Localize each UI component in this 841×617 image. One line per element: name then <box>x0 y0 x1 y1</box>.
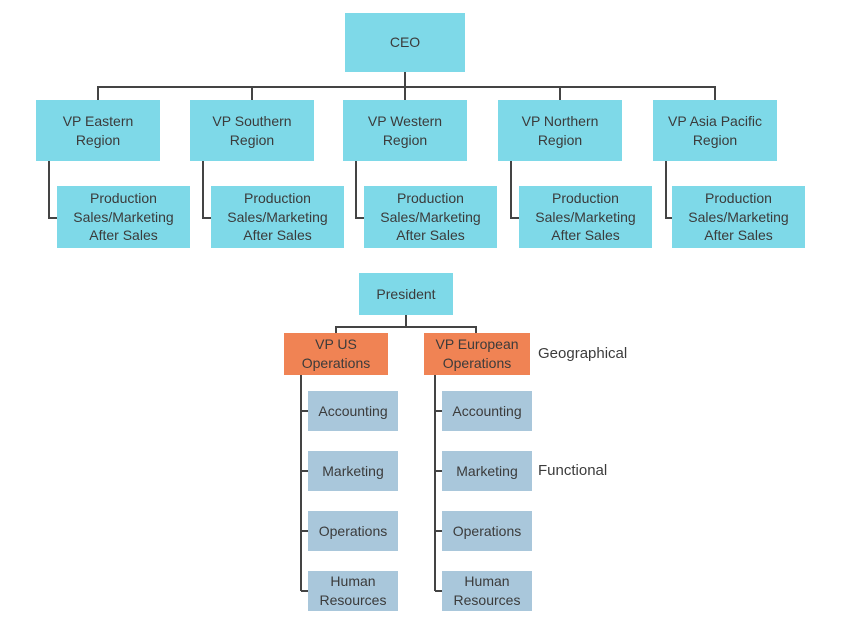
functional-label: Functional <box>538 462 608 479</box>
node-us-marketing: Marketing <box>308 451 398 491</box>
node-vp-asia-pacific-region: VP Asia Pacific Region <box>653 100 777 161</box>
node-eu-accounting: Accounting <box>442 391 532 431</box>
node-vp-northern-region: VP Northern Region <box>498 100 622 161</box>
node-vp-us-operations: VP US Operations <box>284 333 388 375</box>
node-us-operations: Operations <box>308 511 398 551</box>
node-functions-western: Production Sales/Marketing After Sales <box>364 186 497 248</box>
node-eu-operations: Operations <box>442 511 532 551</box>
node-functions-southern: Production Sales/Marketing After Sales <box>211 186 344 248</box>
node-vp-eastern-region: VP Eastern Region <box>36 100 160 161</box>
node-ceo: CEO <box>345 13 465 72</box>
node-president: President <box>359 273 453 315</box>
node-vp-western-region: VP Western Region <box>343 100 467 161</box>
node-us-human-resources: Human Resources <box>308 571 398 611</box>
node-vp-southern-region: VP Southern Region <box>190 100 314 161</box>
node-us-accounting: Accounting <box>308 391 398 431</box>
geographical-label: Geographical <box>538 345 628 362</box>
node-functions-eastern: Production Sales/Marketing After Sales <box>57 186 190 248</box>
node-functions-asia-pacific: Production Sales/Marketing After Sales <box>672 186 805 248</box>
node-functions-northern: Production Sales/Marketing After Sales <box>519 186 652 248</box>
node-vp-european-operations: VP European Operations <box>424 333 530 375</box>
node-eu-human-resources: Human Resources <box>442 571 532 611</box>
top-chart-connectors <box>48 72 716 219</box>
node-eu-marketing: Marketing <box>442 451 532 491</box>
bottom-chart-connectors <box>300 315 477 592</box>
